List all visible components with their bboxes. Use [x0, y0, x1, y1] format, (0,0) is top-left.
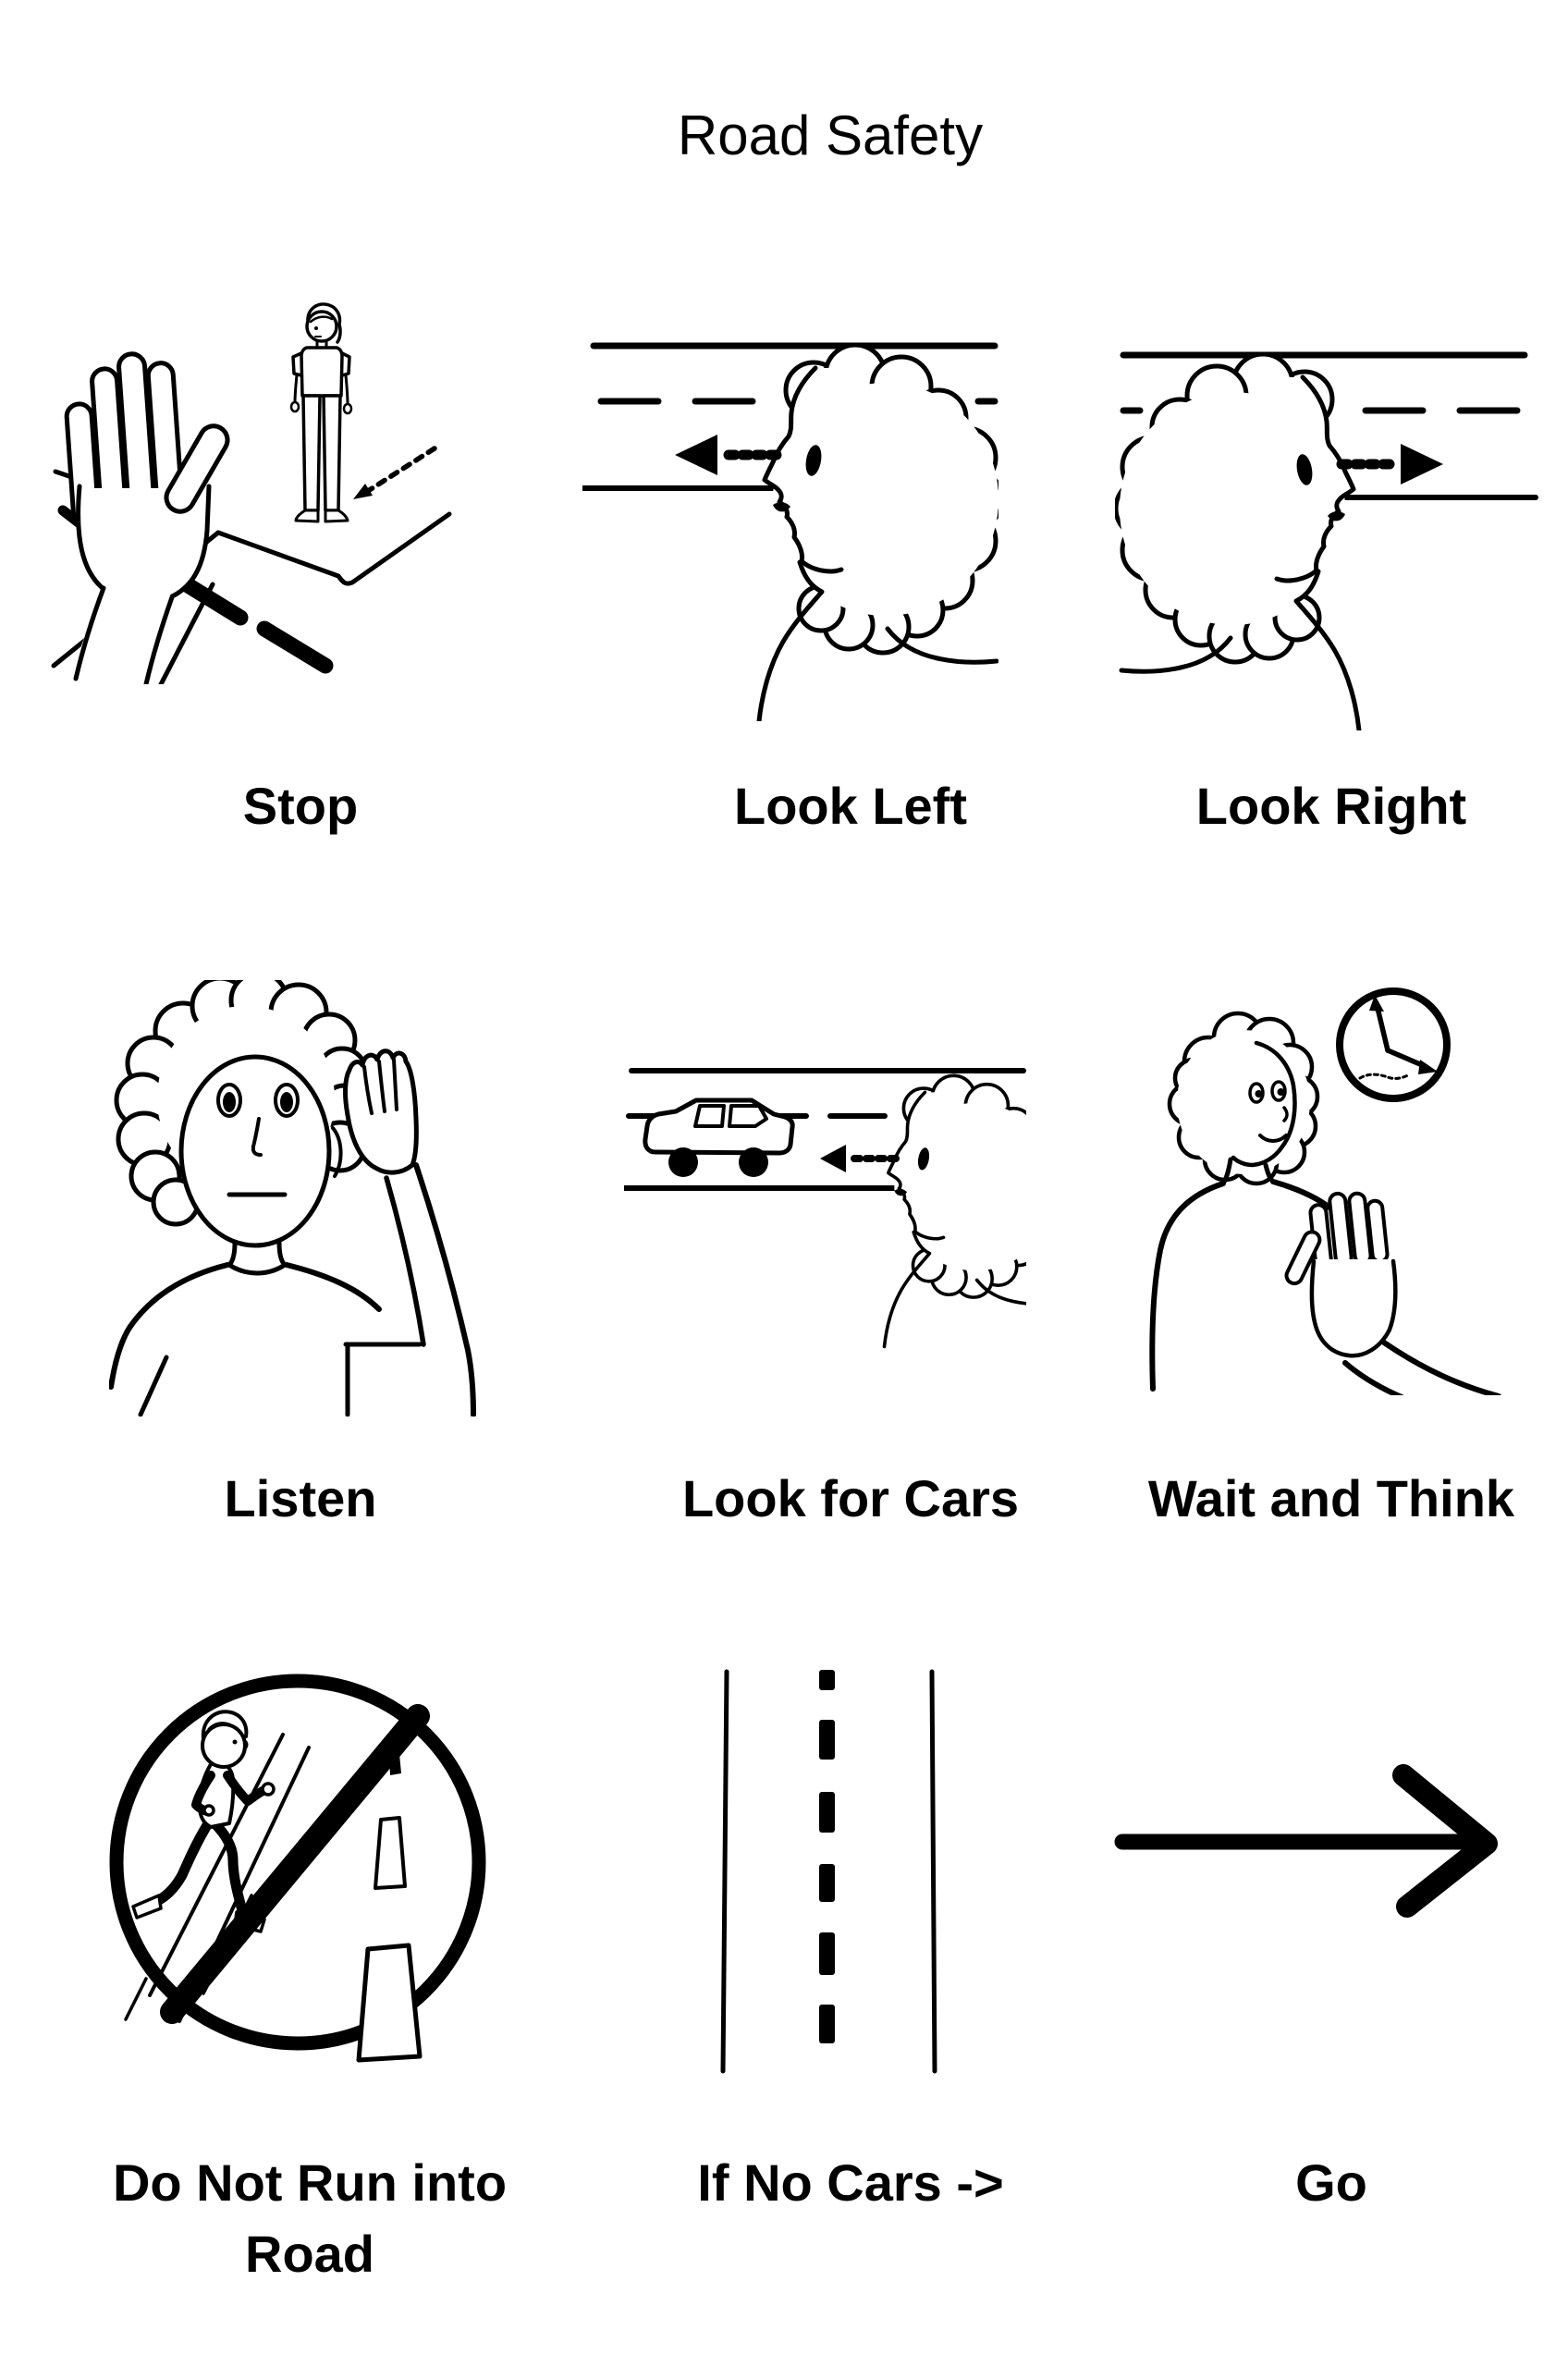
card-label-stop: Stop — [242, 777, 359, 835]
clock-icon — [1336, 987, 1451, 1102]
look-left-arrow-icon — [675, 435, 782, 475]
hand-at-ear — [343, 1049, 419, 1175]
look-for-cars-icon — [624, 1068, 1026, 1349]
card-label-if-no-cars: If No Cars -> — [697, 2153, 1004, 2212]
card-label-look-right: Look Right — [1195, 777, 1467, 835]
stop-hand — [64, 351, 230, 684]
card-label-look-left: Look Left — [734, 777, 967, 835]
wait-and-think-icon — [1149, 987, 1501, 1395]
card-label-do-not-run: Do Not Run into Road — [112, 2153, 508, 2283]
look-left-icon — [582, 342, 998, 721]
look-at-car-arrow-icon — [820, 1145, 900, 1172]
waiting-child-figure — [289, 302, 353, 523]
prohibition-slash — [160, 1704, 430, 2024]
raised-hand — [1284, 1191, 1501, 1395]
look-right-icon — [1115, 351, 1538, 730]
listen-ear-icon — [109, 980, 476, 1417]
card-label-wait-think: Wait and Think — [1147, 1469, 1515, 1527]
page-title: Road Safety — [677, 104, 984, 166]
car-icon — [643, 1098, 795, 1177]
card-label-look-for-cars: Look for Cars — [681, 1469, 1020, 1527]
card-label-listen: Listen — [224, 1469, 377, 1527]
card-label-go: Go — [1295, 2153, 1367, 2212]
profile-head — [756, 342, 998, 721]
no-running-icon — [109, 1674, 486, 2063]
stop-hand-road-icon — [51, 302, 452, 684]
approach-arrow-icon — [353, 446, 437, 499]
go-arrow-icon — [1114, 1764, 1498, 1918]
empty-road-icon — [720, 1669, 937, 2074]
